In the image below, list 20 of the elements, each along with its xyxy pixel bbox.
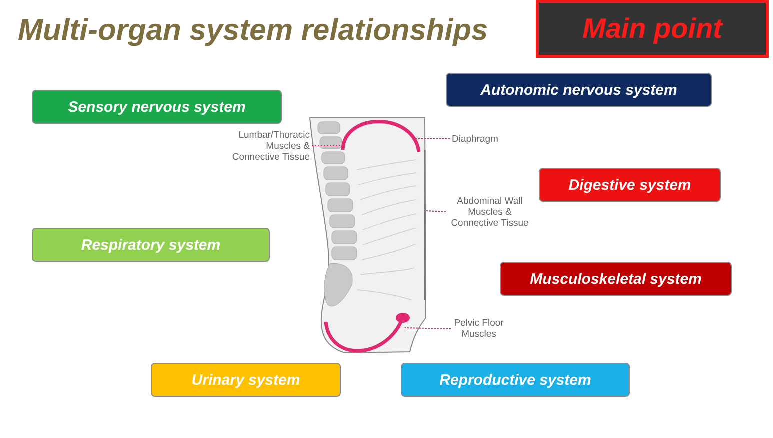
- anatomy-label: Abdominal Wall Muscles & Connective Tissue: [448, 194, 532, 230]
- system-box: Urinary system: [151, 363, 341, 397]
- spine-drawing: [318, 122, 358, 307]
- anatomy-label: Diaphragm: [452, 133, 512, 145]
- leader-line: [404, 328, 452, 330]
- leader-line: [426, 210, 446, 212]
- main-point-box: Main point: [536, 0, 769, 58]
- system-box: Musculoskeletal system: [500, 262, 732, 296]
- system-box: Sensory nervous system: [32, 90, 282, 124]
- anatomy-label: Pelvic Floor Muscles: [453, 317, 505, 341]
- pelvic-floor-arc: [324, 313, 410, 353]
- abdominal-wall-line: [424, 150, 426, 300]
- leader-line: [414, 138, 450, 140]
- system-box: Reproductive system: [401, 363, 630, 397]
- system-box: Digestive system: [539, 168, 721, 202]
- system-box: Autonomic nervous system: [446, 73, 712, 107]
- system-box: Respiratory system: [32, 228, 270, 262]
- anatomy-label: Lumbar/Thoracic Muscles & Connective Tissue: [222, 128, 310, 164]
- slide-title: Multi-organ system relationships: [18, 14, 488, 48]
- diaphragm-arc: [341, 120, 421, 152]
